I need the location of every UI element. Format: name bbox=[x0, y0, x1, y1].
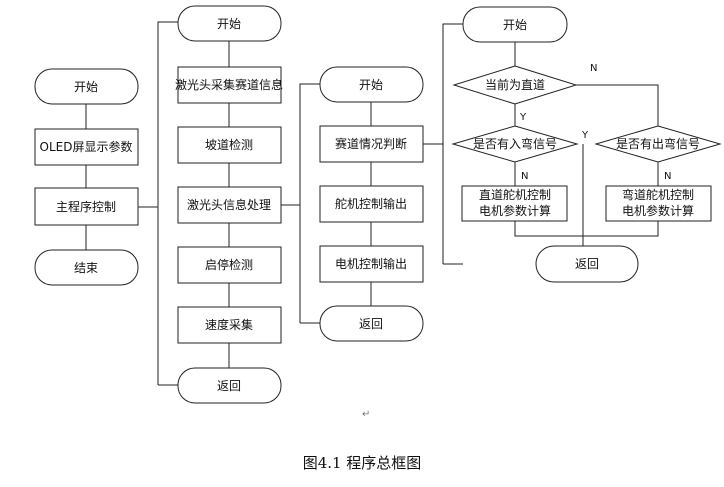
edge-straight-no bbox=[576, 84, 659, 126]
tj-return-label: 返回 bbox=[575, 257, 599, 271]
exit-curve-label: 是否有出弯信号 bbox=[616, 136, 700, 151]
laser-collect-label: 激光头采集赛道信息 bbox=[175, 77, 283, 92]
mc-return-label: 返回 bbox=[217, 379, 241, 393]
straight-control-line2: 电机参数计算 bbox=[479, 203, 551, 218]
label-y-enter: Y bbox=[581, 130, 589, 141]
label-y-straight: Y bbox=[519, 112, 527, 123]
oled-display-label: OLED屏显示参数 bbox=[40, 139, 133, 154]
ramp-detect-label: 坡道检测 bbox=[205, 137, 253, 152]
servo-output-label: 舵机控制输出 bbox=[335, 196, 407, 211]
laser-collect-node bbox=[177, 66, 282, 104]
main-program-flow: 开始 OLED屏显示参数 主程序控制 结束 bbox=[34, 68, 139, 286]
bracket-main-control bbox=[138, 21, 178, 386]
oled-display-node bbox=[34, 128, 139, 166]
main-control-node bbox=[34, 187, 139, 226]
curve-control-line2: 电机参数计算 bbox=[622, 203, 694, 218]
track-judgement-flow: 开始 当前为直道 Y N 是否有入弯信号 是否有出弯信号 Y N N 直道舵机控… bbox=[451, 6, 722, 283]
edge-merge bbox=[514, 221, 659, 237]
bracket-track-judge bbox=[423, 23, 463, 265]
main-control-label: 主程序控制 bbox=[56, 199, 116, 214]
mc-start-label: 开始 bbox=[217, 17, 241, 31]
laser-process-label: 激光头信息处理 bbox=[187, 197, 271, 212]
tj-start-label: 开始 bbox=[503, 18, 527, 32]
curve-control-line1: 弯道舵机控制 bbox=[622, 187, 694, 202]
main-start-label: 开始 bbox=[74, 80, 98, 94]
main-control-flow: 开始 激光头采集赛道信息 坡道检测 激光头信息处理 启停检测 速度采集 返回 bbox=[175, 5, 283, 404]
label-n-enter: N bbox=[521, 171, 528, 182]
start-stop-node bbox=[177, 246, 282, 284]
tj-return-node bbox=[535, 245, 639, 283]
enter-curve-label: 是否有入弯信号 bbox=[473, 136, 557, 151]
lp-start-label: 开始 bbox=[359, 78, 383, 92]
speed-collect-label: 速度采集 bbox=[205, 317, 253, 332]
ramp-detect-node bbox=[177, 126, 282, 164]
label-n-straight: N bbox=[590, 63, 597, 74]
is-straight-label: 当前为直道 bbox=[485, 77, 545, 92]
lp-return-label: 返回 bbox=[359, 317, 383, 331]
straight-control-line1: 直道舵机控制 bbox=[479, 187, 551, 202]
laser-processing-flow: 开始 赛道情况判断 舵机控制输出 电机控制输出 返回 bbox=[319, 66, 424, 342]
motor-output-node bbox=[319, 245, 424, 283]
label-n-exit: N bbox=[664, 171, 671, 182]
bracket-laser-process bbox=[281, 83, 320, 324]
figure-caption: 图4.1 程序总框图 bbox=[302, 454, 422, 472]
motor-output-label: 电机控制输出 bbox=[335, 256, 407, 271]
paragraph-mark: ↵ bbox=[362, 409, 371, 420]
straight-control-node bbox=[461, 185, 568, 222]
servo-output-node bbox=[319, 185, 424, 223]
start-stop-label: 启停检测 bbox=[205, 257, 253, 272]
main-end-label: 结束 bbox=[74, 261, 98, 275]
track-judge-label: 赛道情况判断 bbox=[335, 136, 407, 151]
